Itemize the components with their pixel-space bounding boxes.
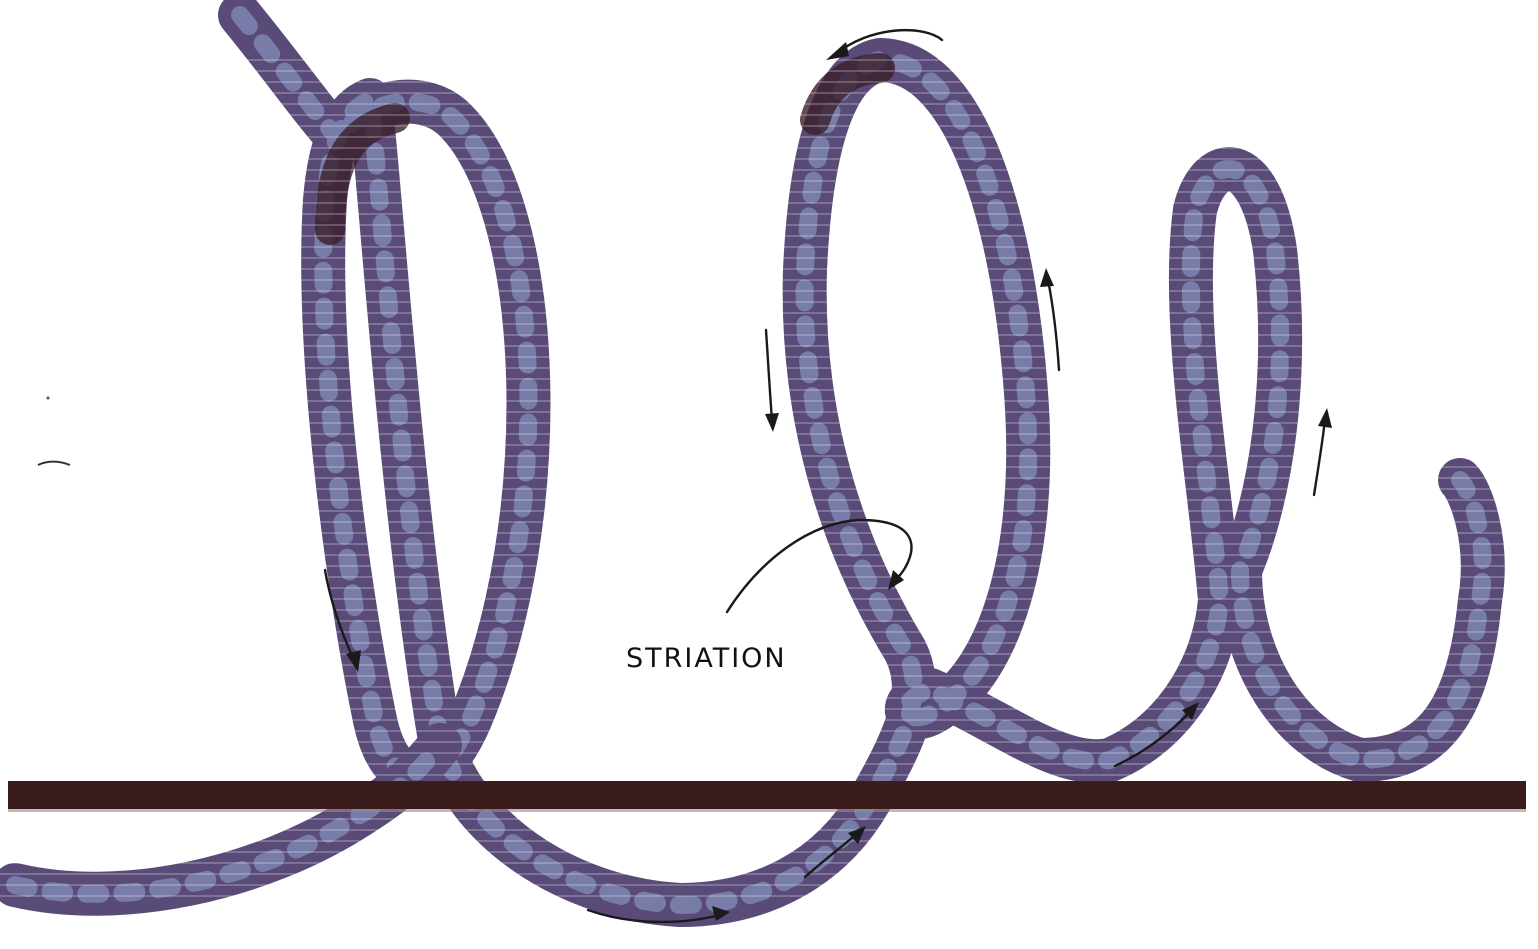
- writing-baseline-edge: [8, 809, 1526, 812]
- stray-dot: [47, 397, 50, 400]
- stray-mark: [38, 462, 70, 465]
- striation-label: STRIATION: [626, 643, 787, 674]
- arrow-up-second-loop-head: [1040, 268, 1054, 287]
- arrow-up-third-loop: [1314, 420, 1325, 495]
- arrow-up-third-loop-head: [1318, 408, 1332, 428]
- writing-baseline: [8, 781, 1526, 809]
- scan-artifacts: [0, 60, 1538, 896]
- arrow-down-second-loop: [766, 330, 772, 420]
